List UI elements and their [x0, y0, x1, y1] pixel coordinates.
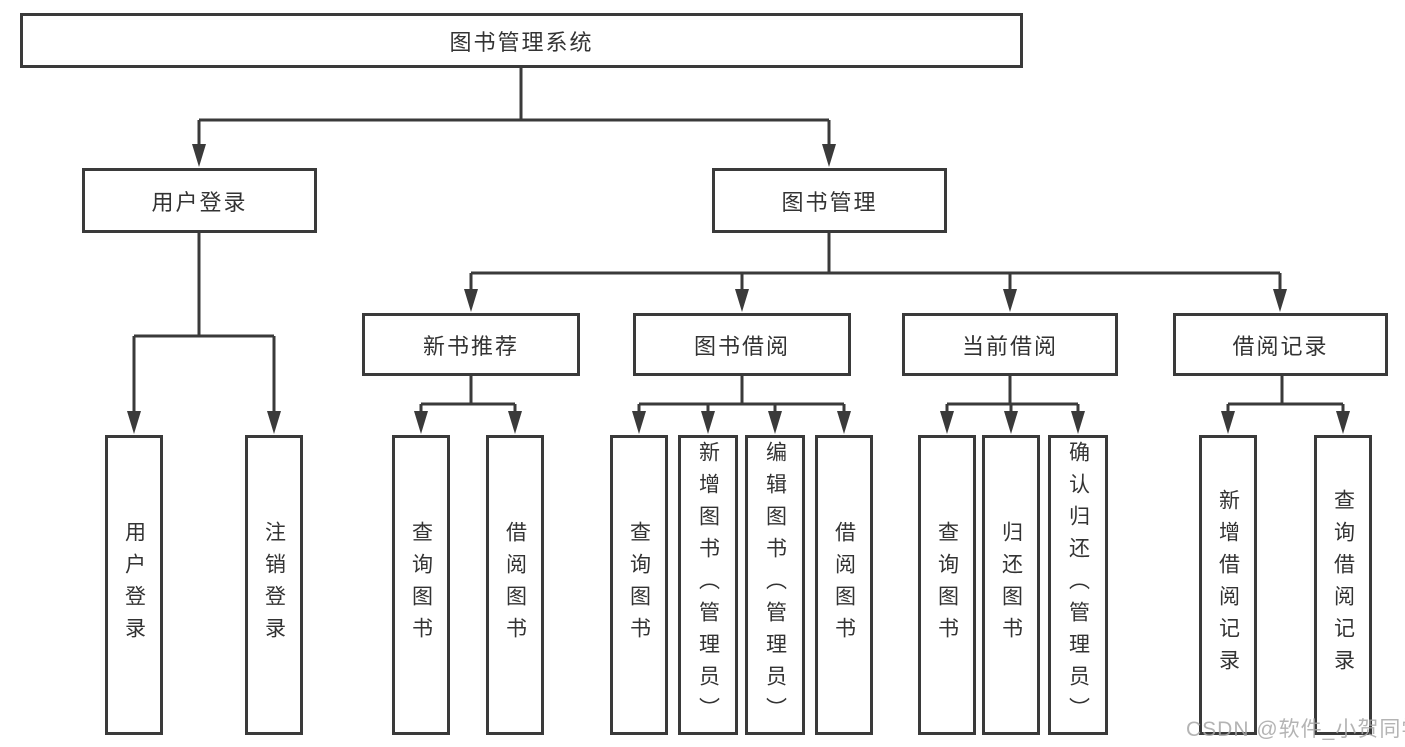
leaf-records-add-record: 新增借阅记录 — [1199, 435, 1257, 735]
leaf-borrow-query-book: 查询图书 — [610, 435, 668, 735]
node-current-borrowing: 当前借阅 — [902, 313, 1118, 376]
leaf-recommend-borrow-book: 借阅图书 — [486, 435, 544, 735]
leaf-logout: 注销登录 — [245, 435, 303, 735]
leaf-current-query-book: 查询图书 — [918, 435, 976, 735]
leaf-records-query-record: 查询借阅记录 — [1314, 435, 1372, 735]
node-root: 图书管理系统 — [20, 13, 1023, 68]
leaf-borrow-edit-book: 编辑图书（管理员） — [745, 435, 805, 735]
leaf-user-login: 用户登录 — [105, 435, 163, 735]
leaf-current-return-book: 归还图书 — [982, 435, 1040, 735]
arrowheads — [127, 144, 1350, 434]
node-user-login: 用户登录 — [82, 168, 317, 233]
leaf-borrow-borrow-book: 借阅图书 — [815, 435, 873, 735]
csdn-watermark: CSDN @软件_小贺同学 — [1186, 718, 1405, 741]
node-book-management: 图书管理 — [712, 168, 947, 233]
node-new-book-recommend: 新书推荐 — [362, 313, 580, 376]
leaf-borrow-add-book: 新增图书（管理员） — [678, 435, 738, 735]
node-borrowing-records: 借阅记录 — [1173, 313, 1388, 376]
connector-shafts — [132, 68, 1345, 414]
leaf-current-confirm-return: 确认归还（管理员） — [1048, 435, 1108, 735]
leaf-recommend-query-book: 查询图书 — [392, 435, 450, 735]
node-book-borrowing: 图书借阅 — [633, 313, 851, 376]
